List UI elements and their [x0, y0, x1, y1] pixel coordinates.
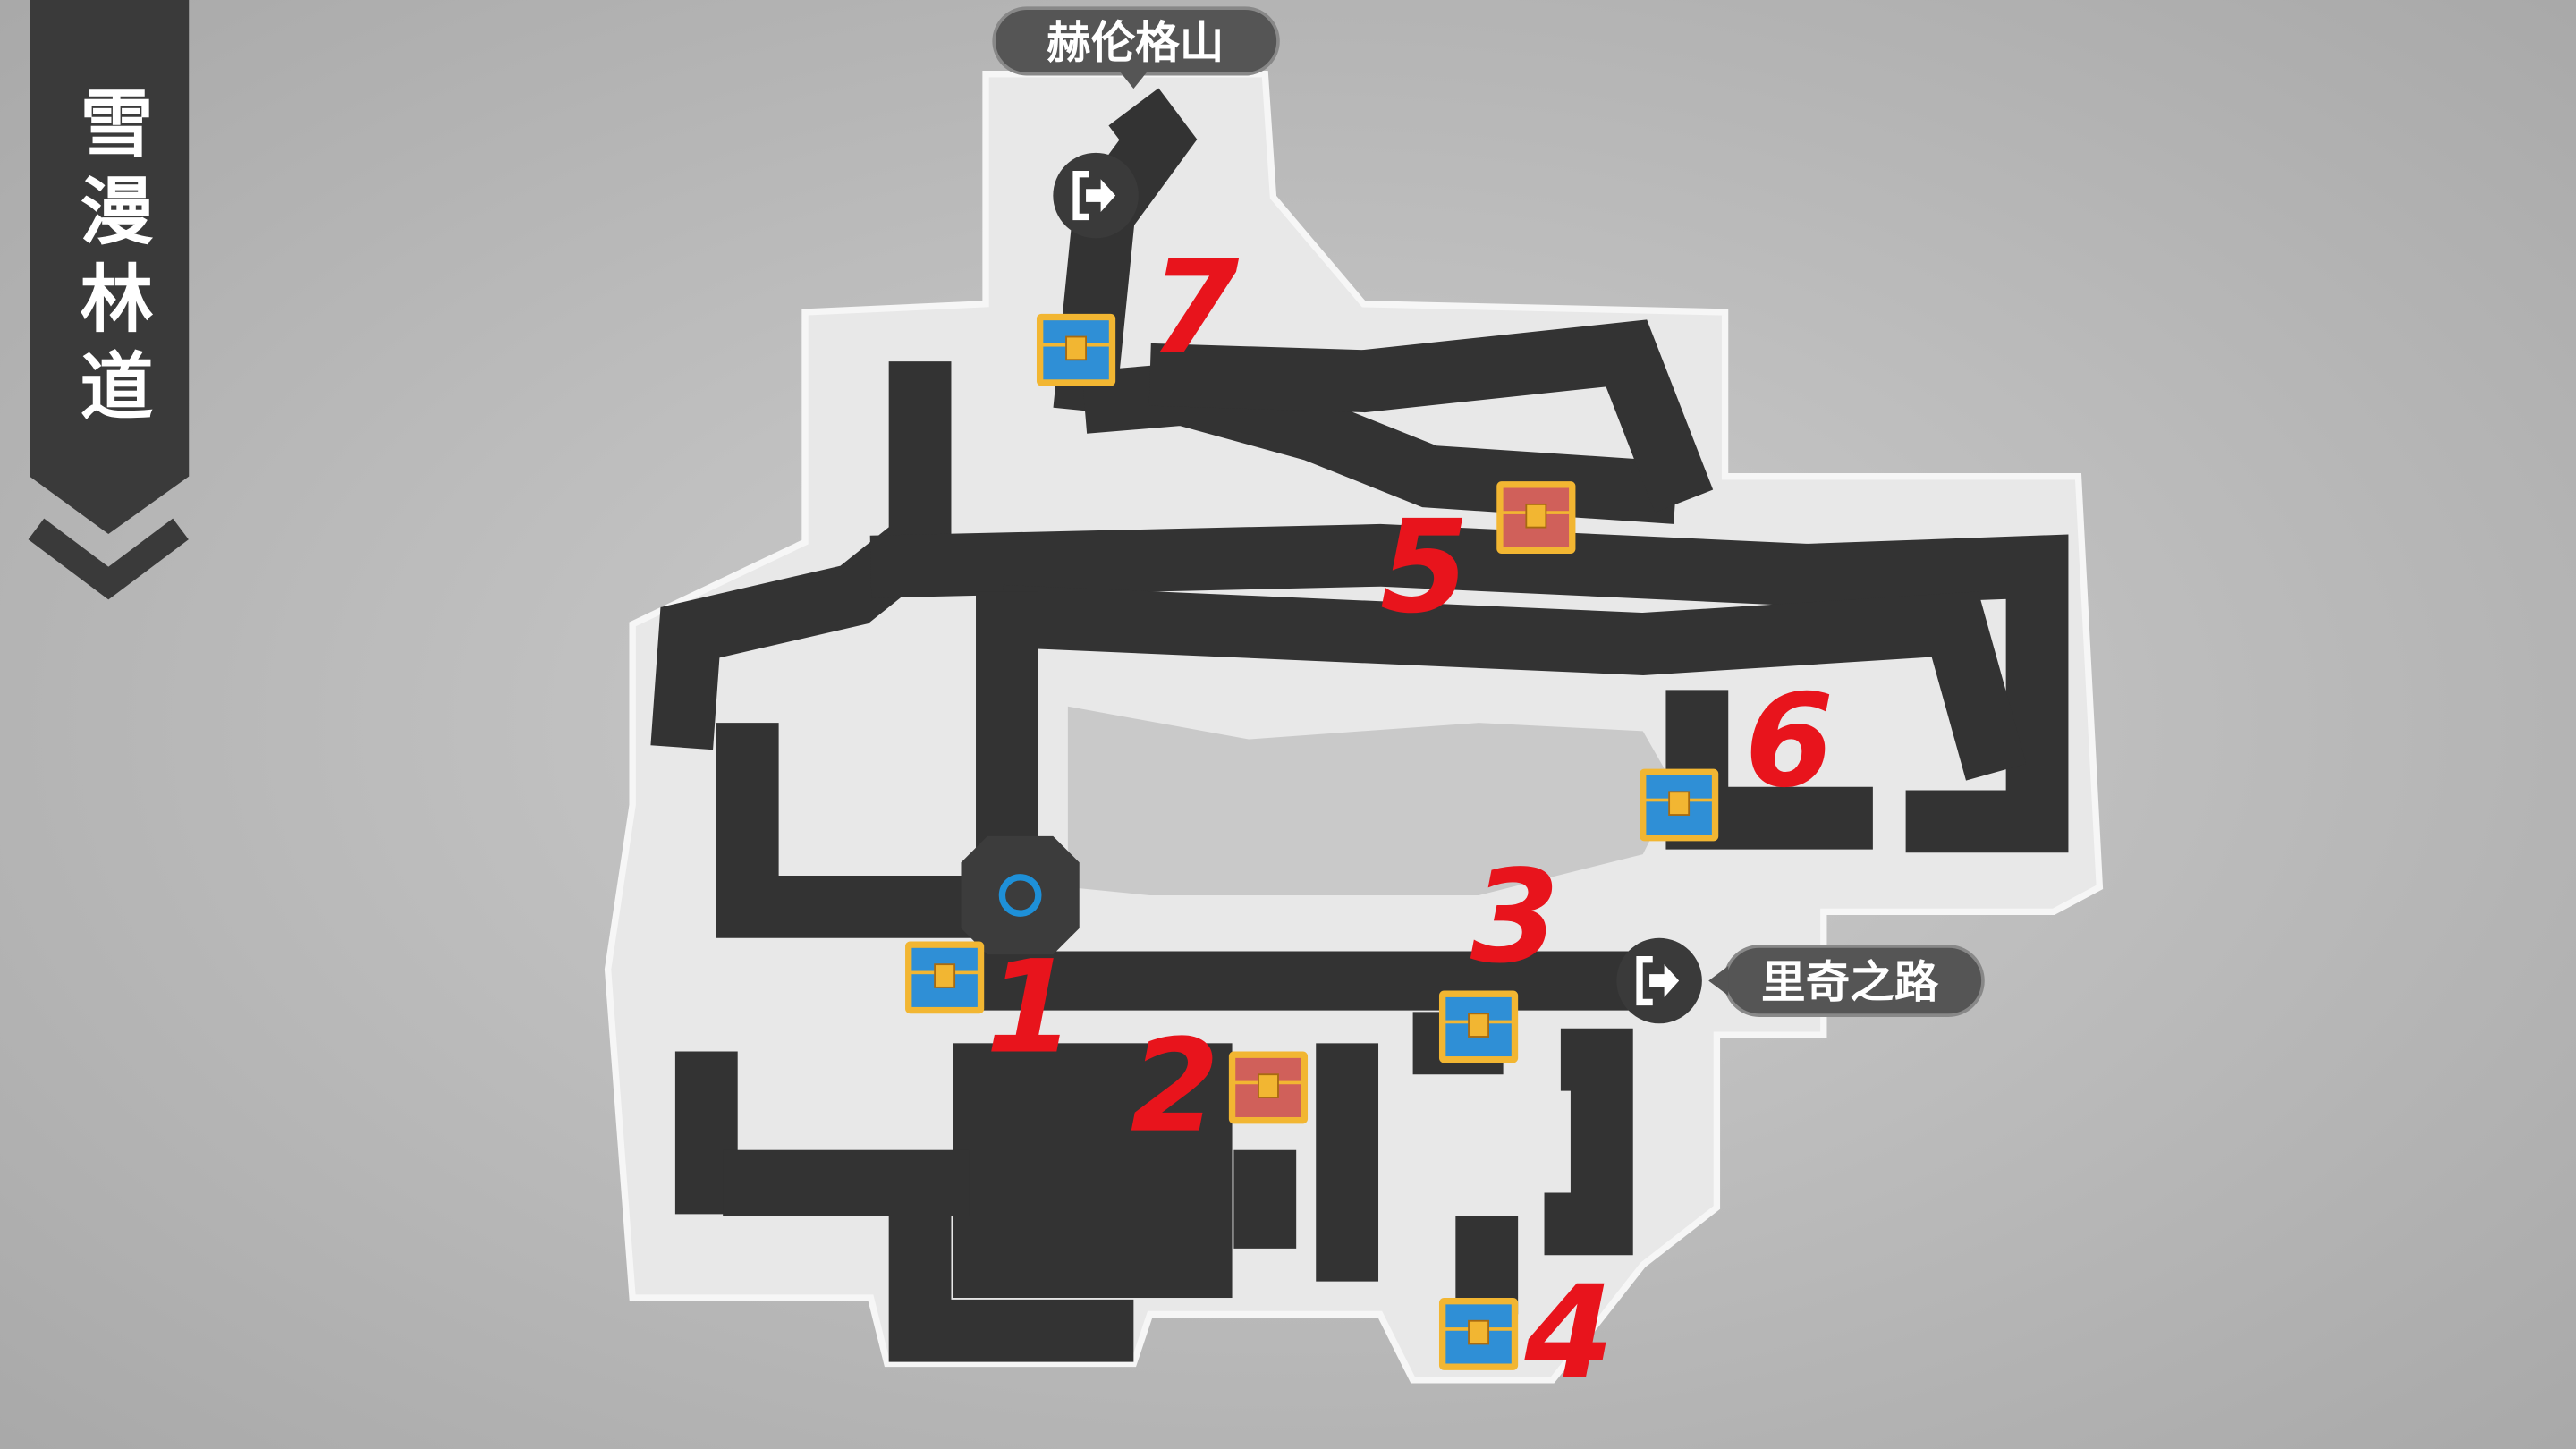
annotation-number: 4: [1523, 1258, 1614, 1407]
map-room: [953, 1043, 1233, 1299]
annotation-number: 7: [1150, 233, 1240, 382]
exit-name: 里奇之路: [1761, 956, 1939, 1008]
annotation-number: 5: [1380, 492, 1470, 641]
annotation-number: 1: [986, 933, 1075, 1082]
area-title-banner: [28, 0, 190, 600]
chest-blue-icon[interactable]: [1438, 989, 1520, 1064]
chest-blue-icon[interactable]: [904, 940, 986, 1015]
exit-door-icon[interactable]: [1053, 152, 1139, 239]
annotation-number: 2: [1131, 1012, 1220, 1161]
area-title: 雪漫林道: [67, 85, 152, 436]
annotation-number: 6: [1745, 666, 1835, 816]
chest-blue-icon[interactable]: [1639, 767, 1720, 843]
chest-red-icon[interactable]: [1496, 480, 1577, 555]
chest-blue-icon[interactable]: [1438, 1297, 1520, 1371]
player-marker: [961, 835, 1080, 955]
chest-blue-icon[interactable]: [1036, 312, 1117, 387]
exit-door-icon[interactable]: [1616, 937, 1702, 1024]
annotation-number: 3: [1470, 842, 1560, 991]
exit-label-top[interactable]: 赫伦格山: [992, 6, 1280, 89]
chest-red-icon[interactable]: [1227, 1050, 1309, 1125]
map-hole: [1067, 706, 1676, 896]
exit-name: 赫伦格山: [1046, 16, 1224, 68]
map-room: [723, 1149, 970, 1216]
exit-label-right[interactable]: 里奇之路: [1708, 945, 1985, 1017]
